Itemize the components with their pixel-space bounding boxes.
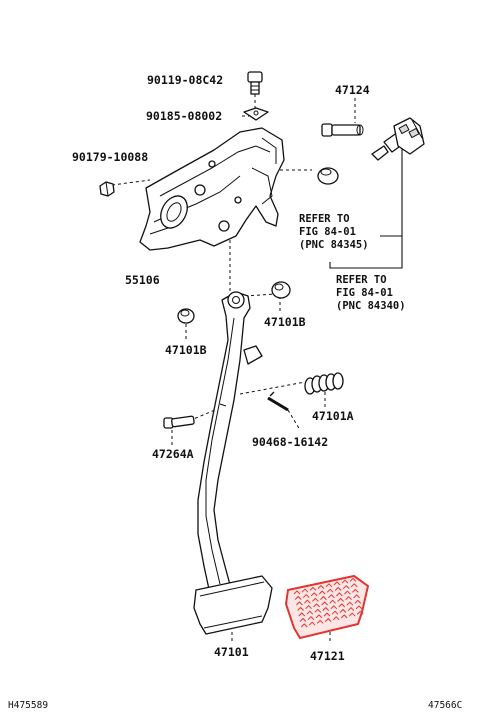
svg-text:REFER TO: REFER TO	[336, 274, 387, 286]
tread-chevron	[302, 593, 310, 599]
nut-90179-icon[interactable]	[99, 181, 115, 197]
tread-chevron	[298, 612, 306, 617]
label-47101a[interactable]: 47101A	[312, 409, 354, 423]
tread-chevron	[329, 599, 336, 604]
tread-chevron	[347, 606, 355, 612]
tread-chevron	[332, 616, 340, 621]
tread-chevron	[299, 617, 307, 622]
pedal-pad-cover-47121[interactable]	[284, 574, 370, 640]
tread-chevron	[333, 581, 341, 586]
tread-chevron	[354, 599, 362, 604]
brake-pedal-arm-47101[interactable]	[197, 291, 263, 599]
tread-chevron	[310, 592, 318, 597]
bolt-90119-icon[interactable]	[247, 71, 263, 95]
tread-chevron	[350, 583, 358, 588]
tread-chevron	[317, 584, 325, 589]
tread-chevron	[313, 603, 320, 608]
tread-chevron	[346, 601, 354, 606]
tread-chevron	[352, 588, 359, 593]
svg-text:(PNC 84345): (PNC 84345)	[299, 239, 369, 251]
tread-chevron	[338, 603, 346, 608]
label-47264a[interactable]: 47264A	[152, 447, 194, 461]
tread-chevron	[293, 590, 301, 595]
tread-chevron	[336, 592, 343, 597]
label-47124[interactable]: 47124	[335, 83, 370, 97]
cushion-grommet-icon[interactable]	[317, 167, 339, 185]
tread-chevron	[334, 586, 342, 591]
tread-chevron	[309, 586, 317, 591]
tread-chevron	[342, 584, 350, 590]
tread-chevron	[301, 588, 309, 593]
tread-chevron	[305, 604, 312, 610]
bolt-47124-icon[interactable]	[321, 123, 364, 137]
tread-chevron	[348, 612, 356, 617]
reference-note-84340[interactable]: REFER TO FIG 84-01 (PNC 84340)	[336, 274, 406, 312]
tread-chevron	[340, 614, 348, 619]
reference-note-84345[interactable]: REFER TO FIG 84-01 (PNC 84345)	[299, 213, 369, 251]
diagram-code: H475589	[8, 700, 48, 711]
tread-chevron	[330, 605, 338, 610]
tread-chevron	[318, 590, 326, 595]
tread-chevron	[353, 594, 360, 599]
tread-chevron	[315, 614, 323, 619]
tread-chevron	[324, 617, 332, 622]
tread-chevron	[337, 597, 344, 602]
tread-chevron	[331, 610, 339, 615]
tread-chevron	[307, 615, 315, 621]
tread-chevron	[321, 601, 328, 606]
part-labels: 90119-08C42 47124 90185-08002 90179-1008…	[8, 73, 462, 711]
tread-chevron	[294, 595, 302, 600]
tread-chevron	[355, 605, 363, 610]
tread-chevron	[341, 579, 349, 584]
stop-lamp-switch-icon[interactable]	[371, 117, 425, 161]
tread-chevron	[344, 590, 351, 595]
svg-text:REFER TO: REFER TO	[299, 213, 350, 225]
label-90468[interactable]: 90468-16142	[252, 435, 328, 449]
pin-90468-icon[interactable]	[267, 391, 289, 412]
brake-pedal-pad-47101[interactable]	[193, 575, 273, 635]
svg-text:(PNC 84340): (PNC 84340)	[336, 300, 406, 312]
tread-chevron	[300, 623, 308, 628]
tread-chevron	[356, 610, 364, 615]
svg-text:FIG 84-01: FIG 84-01	[299, 226, 356, 238]
collar-47101b-right-icon[interactable]	[271, 281, 291, 299]
bolt-47264a-icon[interactable]	[163, 415, 195, 429]
svg-text:FIG 84-01: FIG 84-01	[336, 287, 393, 299]
tread-chevron	[326, 588, 334, 593]
tread-chevron	[325, 583, 333, 588]
label-90179[interactable]: 90179-10088	[72, 150, 148, 164]
collar-47101b-left-icon[interactable]	[177, 308, 195, 324]
pedal-bracket-55106[interactable]	[139, 127, 285, 251]
tread-chevron	[296, 601, 303, 606]
label-47121[interactable]: 47121	[310, 649, 345, 663]
clip-90185-icon[interactable]	[243, 107, 269, 121]
tread-chevron	[306, 610, 314, 615]
tread-chevron	[297, 606, 304, 611]
tread-chevron	[328, 594, 335, 599]
tread-chevron	[320, 595, 327, 600]
label-47101[interactable]: 47101	[214, 645, 249, 659]
tread-chevron	[316, 619, 324, 624]
pad-tread-pattern	[293, 577, 364, 628]
tread-chevron	[312, 597, 319, 602]
label-55106[interactable]: 55106	[125, 273, 160, 287]
tread-chevron	[322, 606, 330, 611]
tread-chevron	[345, 595, 352, 601]
label-90119[interactable]: 90119-08C42	[147, 73, 223, 87]
tread-chevron	[308, 621, 316, 626]
figure-code: 47566C	[428, 700, 462, 711]
tread-chevron	[349, 577, 357, 582]
tread-chevron	[339, 608, 347, 613]
tread-chevron	[304, 599, 311, 604]
label-47101b-left[interactable]: 47101B	[165, 343, 207, 357]
tread-chevron	[323, 612, 331, 617]
tread-chevron	[314, 608, 322, 613]
label-47101b-right[interactable]: 47101B	[264, 315, 306, 329]
label-90185[interactable]: 90185-08002	[146, 109, 222, 123]
return-spring-47101a-icon[interactable]	[304, 372, 344, 395]
